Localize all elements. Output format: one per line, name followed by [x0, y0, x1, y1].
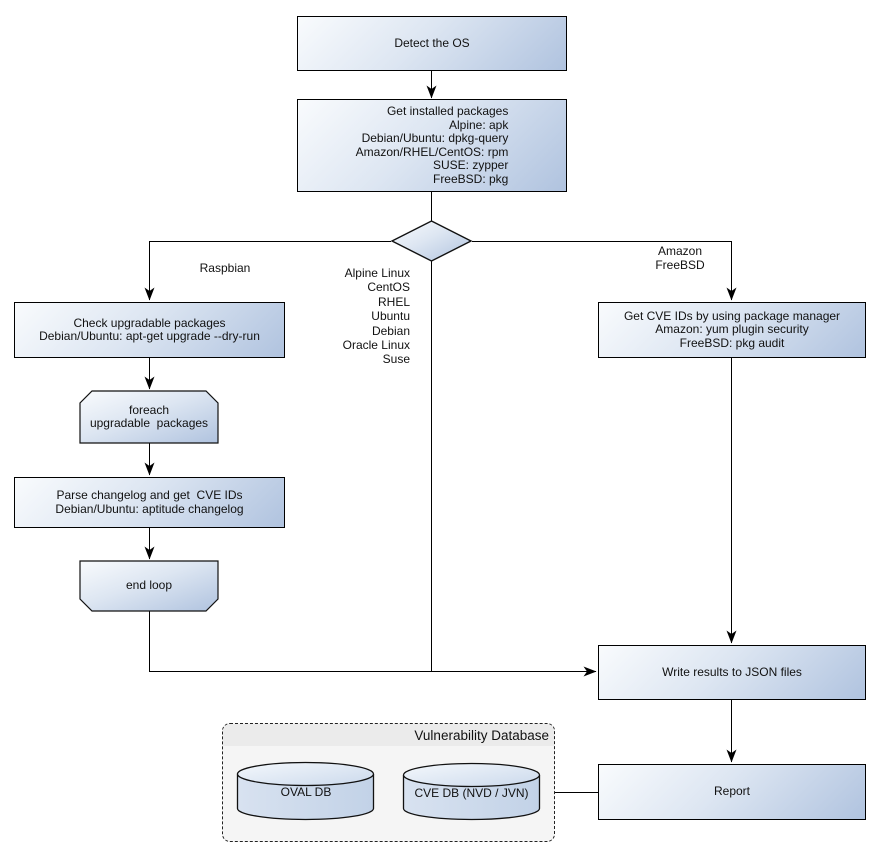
oval-db-cylinder	[236, 761, 375, 821]
oval-db-label-wrap: OVAL DB	[237, 784, 375, 802]
node-get-cve-ids-label: Get CVE IDs by using package manager Ama…	[623, 308, 841, 350]
node-get-installed-packages-label: Get installed packages Alpine: apk Debia…	[355, 104, 509, 186]
decision-diamond	[390, 220, 473, 262]
edge-label-os-list: Alpine Linux CentOS RHEL Ubuntu Debian O…	[342, 266, 410, 367]
cve-db-label: CVE DB (NVD / JVN)	[414, 786, 529, 801]
node-get-installed-packages: Get installed packages Alpine: apk Debia…	[297, 99, 567, 192]
oval-db-label: OVAL DB	[280, 785, 332, 800]
node-report: Report	[598, 764, 866, 820]
node-loop-end-label: end loop	[125, 578, 173, 593]
edge-label-amazon-freebsd: Amazon FreeBSD	[655, 244, 705, 272]
node-foreach-loop-start: foreach upgradable packages	[80, 391, 218, 443]
vulnerability-database-title: Vulnerability Database	[223, 724, 554, 746]
node-foreach-label: foreach upgradable packages	[89, 402, 209, 430]
loop-end-shape	[79, 560, 219, 612]
edge-decision-to-check-upgradable	[144, 241, 391, 301]
node-check-upgradable-label: Check upgradable packages Debian/Ubuntu:…	[39, 315, 260, 343]
edge-end-loop-to-write-results	[149, 611, 597, 677]
loop-start-shape	[79, 390, 219, 444]
node-check-upgradable: Check upgradable packages Debian/Ubuntu:…	[14, 302, 285, 358]
node-report-label: Report	[713, 784, 751, 799]
node-get-cve-ids: Get CVE IDs by using package manager Ama…	[598, 302, 866, 358]
cve-db-cylinder	[402, 762, 541, 821]
edge-label-raspbian: Raspbian	[199, 261, 251, 275]
node-detect-os-label: Detect the OS	[394, 35, 470, 50]
node-detect-os: Detect the OS	[297, 16, 567, 71]
node-parse-changelog-label: Parse changelog and get CVE IDs Debian/U…	[55, 488, 244, 516]
cve-db-label-wrap: CVE DB (NVD / JVN)	[403, 785, 540, 803]
node-write-results: Write results to JSON files	[598, 645, 866, 700]
node-write-results-label: Write results to JSON files	[662, 664, 802, 679]
node-parse-changelog: Parse changelog and get CVE IDs Debian/U…	[14, 477, 285, 528]
edge-decision-to-get-cve-ids	[472, 241, 737, 301]
node-loop-end: end loop	[80, 561, 218, 611]
